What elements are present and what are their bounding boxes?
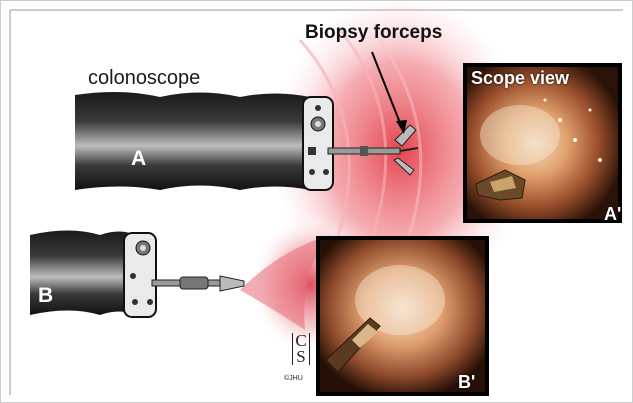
scope-view-b-label: B': [458, 372, 475, 393]
copyright-credit: ©JHU: [284, 375, 303, 382]
scope-view-title: Scope view: [471, 68, 569, 89]
biopsy-forceps-label: Biopsy forceps: [305, 22, 442, 44]
scope-view-a-label: A': [604, 204, 621, 225]
biopsy-forceps-b: [152, 276, 244, 291]
cs-logo-mark: C S: [292, 333, 309, 365]
cs-logo: C S: [287, 333, 315, 367]
colonoscope-a: [75, 92, 333, 190]
colonoscope-label: colonoscope: [88, 67, 200, 90]
panel-b-label: B: [38, 284, 53, 308]
panel-a-label: A: [131, 147, 146, 171]
